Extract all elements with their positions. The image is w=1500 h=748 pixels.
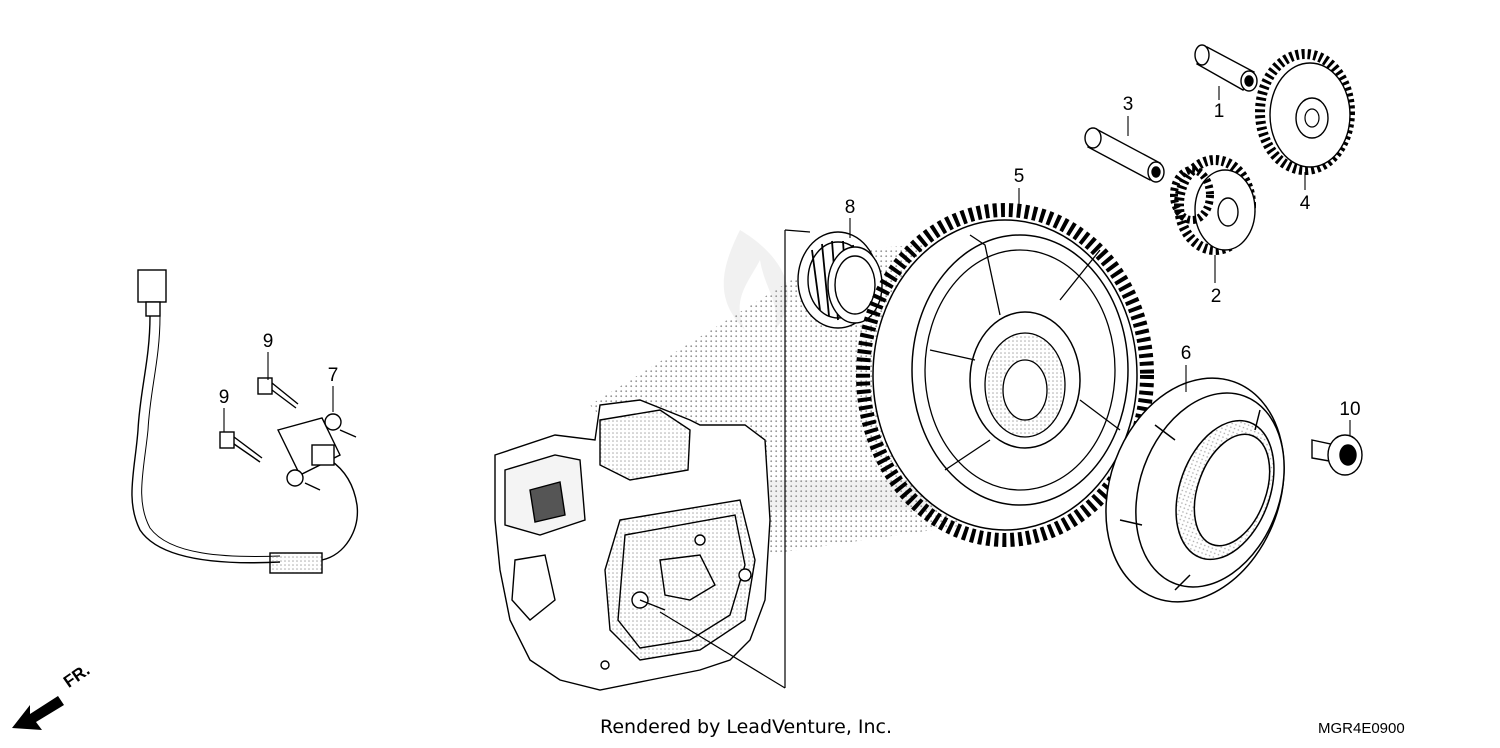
diagram-code: MGR4E0900 [1318, 720, 1405, 737]
starter-driven-gear [856, 203, 1154, 547]
callout-6: 6 [1181, 343, 1192, 364]
pulse-generator-harness [131, 269, 359, 574]
callout-leaders [223, 86, 1351, 436]
bolt-9-upper [257, 377, 299, 409]
callout-9-upper: 9 [263, 331, 274, 352]
reference-lines [659, 229, 811, 689]
callout-8: 8 [845, 197, 856, 218]
callout-10: 10 [1339, 399, 1360, 420]
bolt-10 [1311, 434, 1363, 476]
callout-5: 5 [1014, 166, 1025, 187]
front-direction-arrow-icon [12, 696, 64, 730]
engine-block [494, 399, 771, 691]
callout-numbers: 1 2 3 4 5 6 7 8 9 9 10 [219, 94, 1361, 420]
one-way-clutch [1105, 377, 1285, 603]
shaft-3 [1084, 127, 1165, 183]
needle-bearing [797, 231, 883, 329]
callout-9-lower: 9 [219, 387, 230, 408]
reduction-gear-2 [1170, 155, 1256, 255]
idle-gear-4 [1255, 49, 1355, 175]
callout-2: 2 [1211, 286, 1222, 307]
bolt-9-lower [219, 431, 263, 463]
callout-4: 4 [1300, 193, 1311, 214]
callout-7: 7 [328, 365, 339, 386]
shaft-1 [1194, 44, 1258, 92]
callout-1: 1 [1214, 101, 1225, 122]
callout-3: 3 [1123, 94, 1134, 115]
render-credit: Rendered by LeadVenture, Inc. [600, 716, 893, 738]
